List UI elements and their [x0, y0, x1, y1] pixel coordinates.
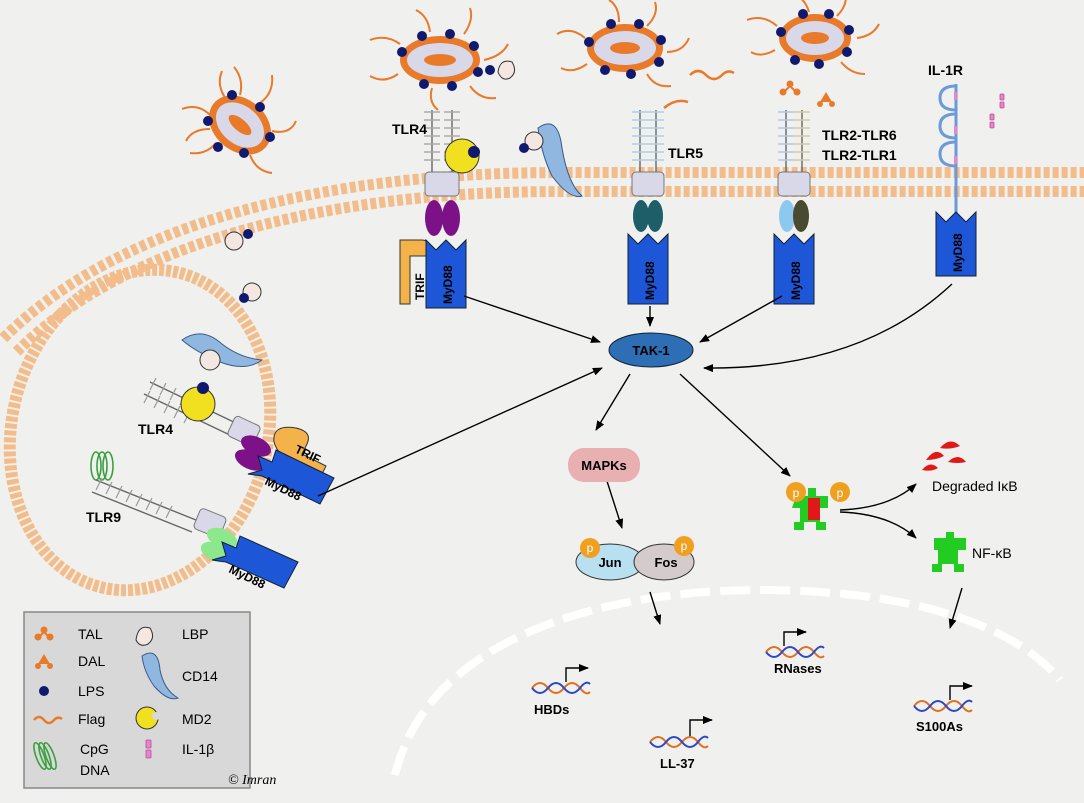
degraded-ikb-icon — [922, 441, 966, 471]
degraded-ikb-label: Degraded IκB — [932, 478, 1018, 494]
legend-label: MD2 — [182, 711, 212, 727]
plasma-membrane — [0, 167, 1084, 356]
tlr9-receptor — [90, 451, 299, 589]
dna-helix-icon — [649, 735, 709, 749]
legend-label: DAL — [78, 653, 105, 669]
lbp-icon — [135, 626, 154, 646]
legend-label: CpG — [80, 741, 109, 757]
phospho-label: p — [681, 539, 688, 553]
fos-label: Fos — [654, 555, 677, 570]
legend-label: CD14 — [182, 668, 218, 684]
legend-label: LPS — [78, 683, 104, 699]
tlr4-endosome-label: TLR4 — [138, 421, 173, 437]
tlr2-tlr1-label: TLR2-TLR1 — [822, 147, 897, 163]
tlr5-label: TLR5 — [668, 145, 703, 161]
legend-panel — [23, 611, 251, 789]
bacterium-icon — [746, 0, 880, 75]
transcription-arrow-icon — [949, 682, 973, 700]
jun-label: Jun — [598, 555, 621, 570]
endosome-cd14-complex-icon — [181, 333, 264, 371]
tal-dal-icon — [779, 80, 835, 107]
bacterium-icon — [369, 7, 509, 111]
tak1-node — [608, 332, 694, 368]
tlr4-endosome-receptor — [143, 377, 335, 505]
dna-helix-icon — [913, 699, 973, 713]
tlr4-surface-receptor — [424, 110, 480, 236]
tlr2-tlr6-label: TLR2-TLR6 — [822, 127, 897, 143]
myd88-label: MyD88 — [951, 233, 965, 272]
il1r-receptor: MyD88 — [935, 84, 977, 277]
legend-label: IL-1β — [182, 741, 214, 757]
trif-label: TRIF — [413, 273, 427, 300]
myd88-label: MyD88 — [789, 261, 803, 300]
flagellin-icon — [33, 715, 63, 725]
phospho-label: p — [837, 486, 844, 500]
myd88-label: MyD88 — [441, 265, 455, 304]
phospho-label: p — [793, 486, 800, 500]
nfkb-icon — [932, 532, 966, 572]
ikb-nfkb-complex — [786, 482, 850, 530]
gene-ll37-label: LL-37 — [660, 756, 695, 771]
gene-rnases-label: RNases — [774, 661, 822, 676]
phospho-label: p — [587, 541, 594, 555]
transcription-arrow-icon — [783, 628, 807, 646]
transcription-arrow-icon — [565, 664, 589, 682]
lps-icon — [39, 686, 49, 696]
mapks-node — [568, 448, 640, 482]
cpg-dna-icon — [33, 741, 57, 771]
legend-label: DNA — [80, 762, 110, 778]
dal-icon — [35, 654, 53, 669]
il1b-icon — [989, 93, 1005, 129]
legend-label: LBP — [182, 626, 208, 642]
legend-label: TAL — [78, 626, 103, 642]
myd88-adaptor: MyD88 — [425, 238, 467, 309]
tlr9-label: TLR9 — [86, 509, 121, 525]
il1r-label: IL-1R — [928, 62, 963, 78]
bacterium-icon — [556, 0, 690, 88]
myd88-label: MyD88 — [643, 261, 657, 300]
tlr4-surface-label: TLR4 — [392, 121, 427, 137]
lps-cd14-complex-icon — [519, 123, 583, 198]
legend-label: Flag — [78, 711, 105, 727]
nuclear-envelope — [391, 585, 1064, 776]
md2-icon — [135, 706, 160, 730]
tlr5-receptor: MyD88 — [627, 99, 689, 305]
lps-lbp-complex-icon — [224, 60, 516, 303]
signal-arrows — [317, 283, 963, 629]
nfkb-label: NF-κB — [972, 545, 1012, 561]
cd14-icon — [141, 652, 180, 700]
bacterium-icon — [181, 66, 297, 174]
gene-hbds-label: HBDs — [534, 702, 569, 717]
dna-helix-icon — [765, 645, 825, 659]
dna-helix-icon — [531, 681, 591, 695]
il1b-icon — [145, 739, 152, 759]
copyright-credit: © Imran — [228, 773, 276, 788]
flagellin-icon — [689, 69, 735, 81]
mapks-label: MAPKs — [581, 458, 627, 473]
ap1-complex — [575, 536, 695, 581]
tak1-label: TAK-1 — [632, 343, 669, 358]
tal-icon — [34, 626, 54, 641]
transcription-arrow-icon — [689, 716, 713, 736]
tlr2-receptor: MyD88 — [773, 110, 815, 305]
gene-s100as-label: S100As — [916, 719, 963, 734]
